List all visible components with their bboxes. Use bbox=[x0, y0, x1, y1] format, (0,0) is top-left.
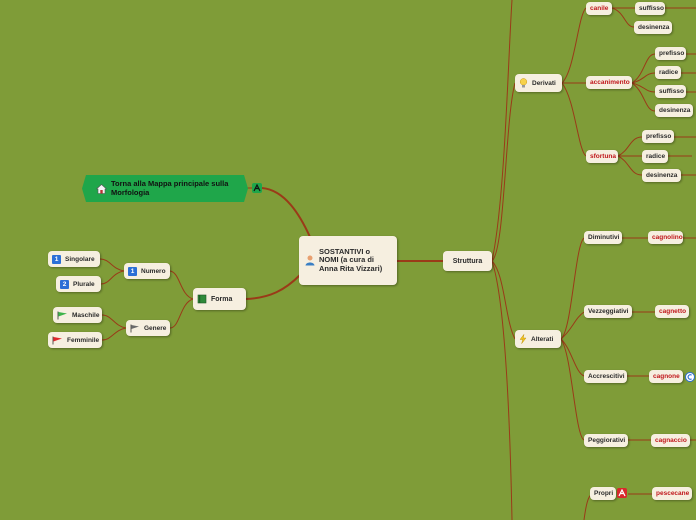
canile-label: canile bbox=[590, 5, 609, 12]
diminutivi-label: Diminutivi bbox=[588, 234, 620, 241]
accrescitivi-node[interactable]: Accrescitivi bbox=[584, 370, 627, 383]
flag-red-icon bbox=[52, 336, 63, 345]
maschile-node[interactable]: Maschile bbox=[53, 307, 102, 323]
sfortuna-radice-node[interactable]: radice bbox=[642, 150, 668, 163]
alterati-label: Alterati bbox=[531, 335, 554, 343]
cagnolino-label: cagnolino bbox=[652, 234, 683, 241]
cagnaccio-label: cagnaccio bbox=[655, 437, 687, 444]
derivati-label: Derivati bbox=[532, 79, 556, 87]
radice-label: radice bbox=[659, 69, 679, 76]
sfortuna-node[interactable]: sfortuna bbox=[586, 150, 618, 163]
desinenza-label: desinenza bbox=[659, 107, 691, 114]
central-topic[interactable]: SOSTANTIVI o NOMI (a cura di Anna Rita V… bbox=[299, 236, 397, 285]
suffisso-label: suffisso bbox=[659, 88, 684, 95]
central-topic-label: SOSTANTIVI o NOMI (a cura di Anna Rita V… bbox=[319, 246, 383, 273]
singolare-label: Singolare bbox=[65, 255, 95, 263]
plurale-node[interactable]: 2 Plurale bbox=[56, 276, 101, 292]
forma-node[interactable]: Forma bbox=[193, 288, 246, 310]
desinenza-label: desinenza bbox=[646, 172, 678, 179]
flag-green-icon bbox=[57, 311, 68, 320]
numero-label: Numero bbox=[141, 267, 166, 275]
singolare-node[interactable]: 1 Singolare bbox=[48, 251, 100, 267]
vezzeggiativi-node[interactable]: Vezzeggiativi bbox=[584, 305, 632, 318]
sfortuna-label: sfortuna bbox=[590, 153, 616, 160]
propri-node[interactable]: Propri bbox=[590, 487, 616, 500]
genere-label: Genere bbox=[144, 324, 167, 332]
radice-label: radice bbox=[646, 153, 666, 160]
home-link-button[interactable]: Torna alla Mappa principale sulla Morfol… bbox=[82, 175, 248, 202]
accrescitivi-label: Accrescitivi bbox=[588, 373, 625, 380]
lightning-icon bbox=[519, 334, 527, 344]
canile-suffisso-node[interactable]: suffisso bbox=[635, 2, 665, 15]
accanimento-suffisso-node[interactable]: suffisso bbox=[655, 85, 686, 98]
accanimento-label: accanimento bbox=[590, 79, 630, 86]
plurale-label: Plurale bbox=[73, 280, 95, 288]
link-icon[interactable] bbox=[252, 183, 262, 193]
link-c-icon[interactable] bbox=[685, 372, 695, 382]
femminile-node[interactable]: Femminile bbox=[48, 332, 102, 348]
home-link-label: Torna alla Mappa principale sulla Morfol… bbox=[111, 179, 229, 197]
peggiorativi-node[interactable]: Peggiorativi bbox=[584, 434, 628, 447]
book-icon bbox=[197, 294, 207, 304]
suffisso-label: suffisso bbox=[639, 5, 664, 12]
pescecane-label: pescecane bbox=[656, 490, 690, 497]
link-red-icon[interactable] bbox=[617, 488, 627, 498]
number-two-icon: 2 bbox=[60, 279, 69, 289]
vezzeggiativi-label: Vezzeggiativi bbox=[588, 308, 629, 315]
flag-gray-icon bbox=[130, 324, 140, 333]
propri-label: Propri bbox=[594, 490, 614, 497]
lightbulb-icon bbox=[519, 78, 528, 88]
cagnaccio-node[interactable]: cagnaccio bbox=[651, 434, 690, 447]
struttura-label: Struttura bbox=[452, 257, 483, 265]
number-one-icon: 1 bbox=[52, 254, 61, 264]
accanimento-prefisso-node[interactable]: prefisso bbox=[655, 47, 686, 60]
accanimento-desinenza-node[interactable]: desinenza bbox=[655, 104, 693, 117]
derivati-node[interactable]: Derivati bbox=[515, 74, 562, 92]
canile-node[interactable]: canile bbox=[586, 2, 612, 15]
cagnolino-node[interactable]: cagnolino bbox=[648, 231, 683, 244]
peggiorativi-label: Peggiorativi bbox=[588, 437, 626, 444]
struttura-node[interactable]: Struttura bbox=[443, 251, 492, 271]
maschile-label: Maschile bbox=[72, 311, 100, 319]
prefisso-label: prefisso bbox=[659, 50, 685, 57]
house-icon bbox=[96, 184, 107, 194]
femminile-label: Femminile bbox=[67, 336, 100, 344]
desinenza-label: desinenza bbox=[638, 24, 670, 31]
numero-node[interactable]: 1 Numero bbox=[124, 263, 170, 279]
cagnetto-node[interactable]: cagnetto bbox=[655, 305, 689, 318]
alterati-node[interactable]: Alterati bbox=[515, 330, 561, 348]
sfortuna-prefisso-node[interactable]: prefisso bbox=[642, 130, 674, 143]
cagnone-label: cagnone bbox=[653, 373, 680, 380]
accanimento-radice-node[interactable]: radice bbox=[655, 66, 681, 79]
accanimento-node[interactable]: accanimento bbox=[586, 76, 632, 89]
number-one-icon: 1 bbox=[128, 266, 137, 276]
sfortuna-desinenza-node[interactable]: desinenza bbox=[642, 169, 681, 182]
canile-desinenza-node[interactable]: desinenza bbox=[634, 21, 672, 34]
diminutivi-node[interactable]: Diminutivi bbox=[584, 231, 622, 244]
prefisso-label: prefisso bbox=[646, 133, 672, 140]
pescecane-node[interactable]: pescecane bbox=[652, 487, 692, 500]
cagnetto-label: cagnetto bbox=[659, 308, 687, 315]
person-icon bbox=[305, 255, 315, 266]
genere-node[interactable]: Genere bbox=[126, 320, 170, 336]
cagnone-node[interactable]: cagnone bbox=[649, 370, 683, 383]
forma-label: Forma bbox=[211, 295, 233, 303]
